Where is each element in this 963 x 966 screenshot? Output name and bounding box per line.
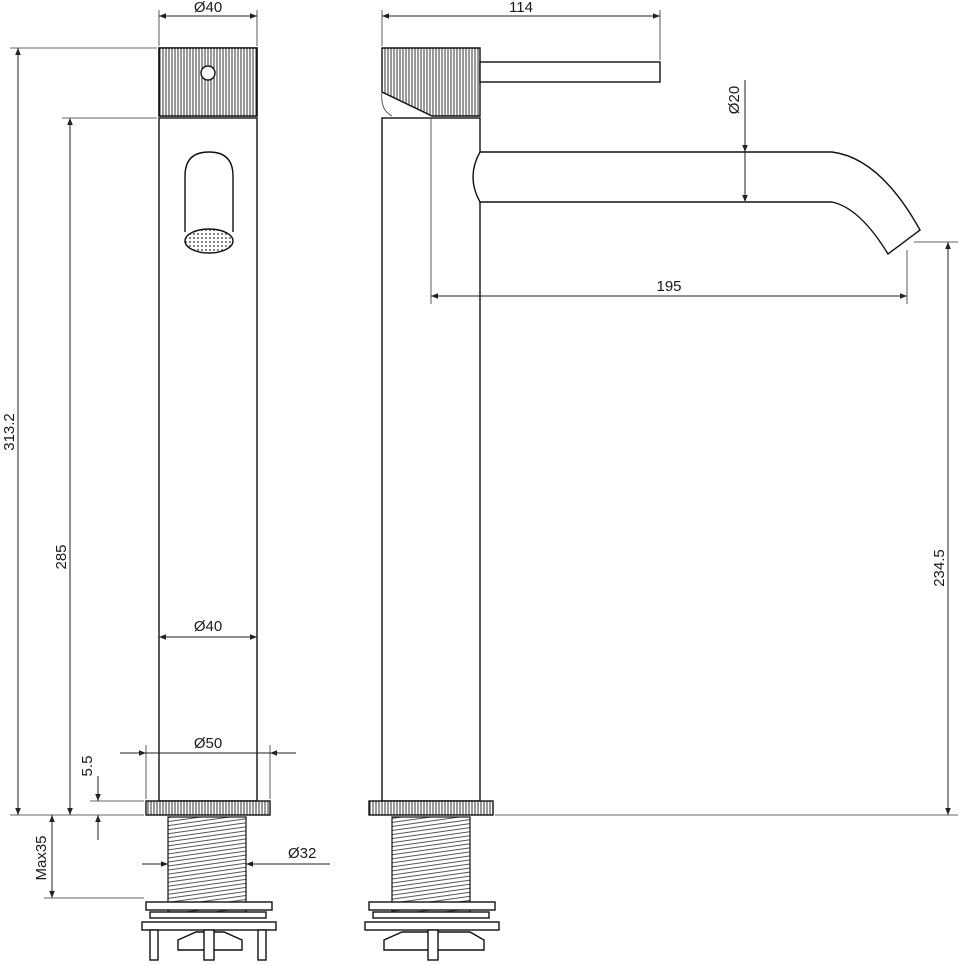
dim-label: Ø20 — [726, 86, 743, 114]
side-handle — [381, 47, 481, 117]
dim-thread-max: Max35 — [33, 815, 144, 899]
dim-label: 285 — [53, 544, 70, 569]
side-spout — [472, 151, 921, 256]
dim-outlet-height: 234.5 — [495, 241, 958, 816]
dim-lever-reach: 114 — [381, 0, 661, 60]
dim-label: Max35 — [33, 835, 50, 880]
side-view: 114 Ø20 195 234.5 — [364, 0, 958, 961]
front-spout-opening — [184, 151, 234, 232]
dim-total-height: 313.2 — [1, 47, 157, 816]
dim-label: 234.5 — [931, 549, 948, 587]
dim-spout-reach: 195 — [430, 118, 908, 304]
dim-thread-diameter: Ø32 — [142, 845, 330, 867]
aerator-icon — [184, 228, 234, 254]
dim-base-diameter: Ø50 — [120, 735, 296, 799]
front-view: Ø40 Ø40 Ø50 Ø32 313.2 — [1, 0, 330, 961]
dim-label: 313.2 — [1, 413, 18, 451]
side-fixing-nut — [364, 901, 500, 961]
front-base-ring — [145, 800, 271, 816]
dim-label: Ø32 — [288, 845, 316, 862]
handle-pin-hole — [200, 65, 216, 81]
dim-base-height: 5.5 — [79, 756, 144, 840]
dim-label: 5.5 — [79, 756, 96, 777]
front-fixing-nut — [141, 901, 277, 961]
dim-label: Ø50 — [194, 735, 222, 752]
dim-body-diameter: Ø40 — [159, 618, 257, 640]
front-thread — [167, 816, 247, 913]
side-lever — [479, 61, 661, 83]
dim-top-diameter: Ø40 — [158, 0, 258, 46]
dim-spout-diameter: Ø20 — [726, 80, 748, 202]
dim-label: 195 — [656, 278, 681, 295]
side-base-ring — [368, 800, 494, 816]
dim-label: 114 — [509, 0, 533, 16]
dim-label: Ø40 — [194, 618, 222, 635]
dim-label: Ø40 — [194, 0, 222, 16]
side-thread — [391, 816, 471, 913]
dim-body-height: 285 — [53, 117, 157, 815]
